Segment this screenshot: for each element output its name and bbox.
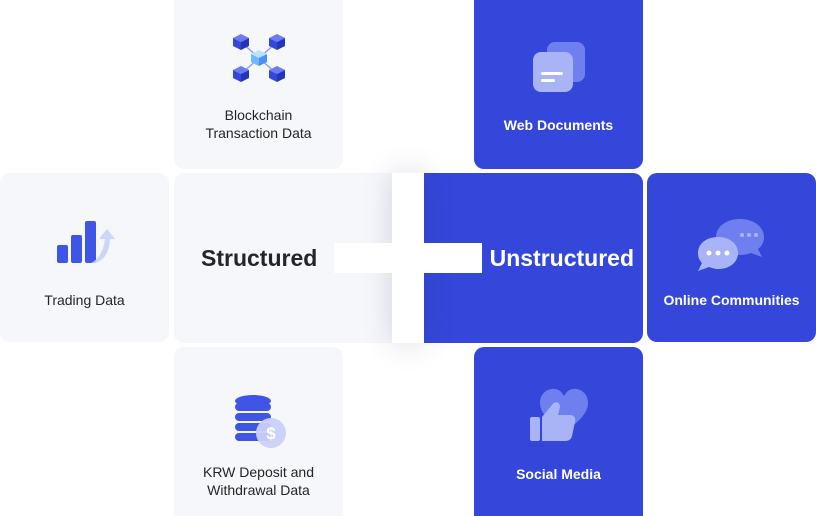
online-communities-label: Online Communities — [663, 291, 800, 308]
unstructured-title: Unstructured — [489, 244, 634, 271]
blockchain-tile: Blockchain Transaction Data — [174, 0, 343, 169]
blockchain-label: Blockchain Transaction Data — [205, 107, 312, 141]
blockchain-cubes-icon — [232, 34, 285, 82]
thumbs-up-heart-icon — [529, 388, 588, 441]
trading-data-tile: Trading Data — [0, 173, 169, 342]
bar-chart-icon — [56, 220, 115, 263]
chat-bubbles-icon — [697, 218, 764, 271]
structured-title: Structured — [201, 244, 318, 271]
trading-data-label: Trading Data — [44, 291, 125, 308]
web-documents-label: Web Documents — [503, 117, 614, 133]
documents-icon — [532, 42, 585, 92]
plus-horizontal-bar — [334, 243, 482, 273]
web-documents-tile: Web Documents — [474, 0, 643, 169]
svg-text:$: $ — [266, 424, 276, 443]
krw-deposit-tile: $ KRW Deposit and Withdrawal Data — [174, 347, 343, 516]
krw-deposit-label: KRW Deposit and Withdrawal Data — [202, 464, 314, 498]
online-communities-tile: Online Communities — [647, 173, 816, 342]
social-media-label: Social Media — [516, 466, 601, 482]
coin-stack-icon: $ — [234, 395, 286, 448]
social-media-tile: Social Media — [474, 347, 643, 516]
